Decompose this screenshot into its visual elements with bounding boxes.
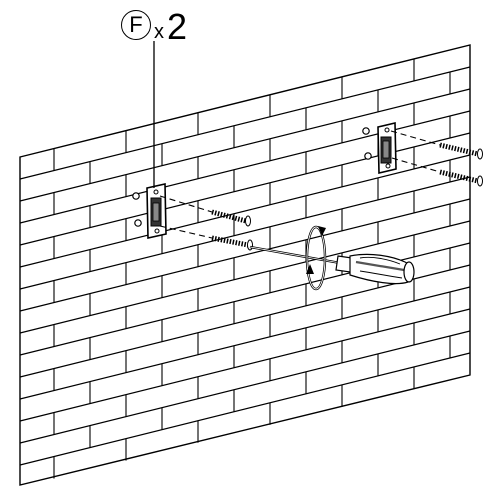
strike-plate-right — [377, 121, 397, 175]
screwdriver-icon — [249, 245, 415, 285]
pilot-holes-left — [132, 192, 142, 227]
screw — [439, 142, 483, 160]
mortar-line — [19, 88, 471, 202]
alignment-lines — [159, 130, 441, 239]
strike-plate-left — [146, 183, 167, 239]
mortar-line — [19, 286, 471, 400]
mortar-line — [19, 66, 471, 180]
rotate-clockwise-arrow — [305, 225, 327, 291]
mortar-line — [19, 308, 471, 422]
mortar-line — [19, 220, 471, 334]
pilot-holes-right — [362, 127, 372, 160]
wall-outline — [19, 44, 471, 486]
mortar-line — [19, 352, 471, 466]
mortar-line — [19, 330, 471, 444]
mortar-line — [19, 176, 471, 290]
part-callout-letter: F — [121, 10, 151, 40]
mortar-line — [19, 154, 471, 268]
mortar-line — [19, 198, 471, 312]
part-callout-quantity: 2 — [167, 6, 188, 47]
screw — [211, 209, 251, 227]
part-callout-multiplier: x — [154, 21, 164, 43]
